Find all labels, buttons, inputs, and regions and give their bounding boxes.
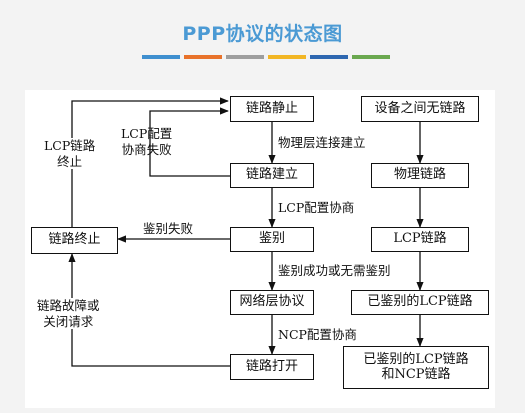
accent-bar-orange <box>184 55 222 59</box>
label-ncp-negotiate: NCP配置协商 <box>278 327 357 342</box>
accent-bar-gray <box>226 55 264 59</box>
label-lcp-term: LCP链路 终止 <box>44 138 96 170</box>
box-link-dead: 链路静止 <box>230 96 314 122</box>
arrow-lcp-fail <box>149 107 230 177</box>
box-authenticate: 鉴别 <box>230 227 314 252</box>
box-authenticated-lcp-ncp: 已鉴别的LCP链路 和NCP链路 <box>343 346 489 389</box>
box-lcp-link: LCP链路 <box>371 227 469 252</box>
label-lcp-negotiate: LCP配置协商 <box>278 200 355 215</box>
arrow-fault <box>68 253 230 367</box>
label-lcp-fail: LCP配置 协商失败 <box>121 126 172 157</box>
arrow-lcp-term <box>71 97 229 227</box>
box-authenticated-lcp-ncp-line2: 和NCP链路 <box>381 366 451 382</box>
box-link-terminate: 链路终止 <box>31 227 118 254</box>
label-lcp-term-line2: 终止 <box>57 153 83 169</box>
label-physical-up: 物理层连接建立 <box>278 135 366 150</box>
box-physical-link: 物理链路 <box>371 163 469 188</box>
label-lcp-fail-line1: LCP配置 <box>121 126 173 141</box>
box-link-open: 链路打开 <box>230 354 314 380</box>
slide-title: PPP协议的状态图 <box>182 23 343 45</box>
box-authenticated-lcp-ncp-line1: 已鉴别的LCP链路 <box>363 351 469 367</box>
label-auth-success: 鉴别成功或无需鉴别 <box>278 263 391 278</box>
accent-bar-green <box>352 55 390 59</box>
diagram-panel: 链路静止 链路建立 鉴别 网络层协议 链路打开 链路终止 设备之间无链路 物理链… <box>25 90 495 408</box>
accent-bar-darkblue <box>310 55 348 59</box>
label-fault: 链路故障或 关闭请求 <box>37 298 100 330</box>
label-auth-fail: 鉴别失败 <box>143 221 194 236</box>
label-fault-line1: 链路故障或 <box>37 298 100 313</box>
box-network-protocol: 网络层协议 <box>230 290 314 315</box>
box-no-link: 设备之间无链路 <box>361 96 479 122</box>
label-lcp-fail-line2: 协商失败 <box>121 141 172 157</box>
label-fault-line2: 关闭请求 <box>43 313 94 329</box>
box-authenticated-lcp: 已鉴别的LCP链路 <box>351 290 489 315</box>
accent-bar-blue <box>142 55 180 59</box>
accent-bar-yellow <box>268 55 306 59</box>
label-lcp-term-line1: LCP链路 <box>44 138 96 153</box>
box-link-established: 链路建立 <box>230 163 314 188</box>
flow-arrows <box>68 97 424 367</box>
